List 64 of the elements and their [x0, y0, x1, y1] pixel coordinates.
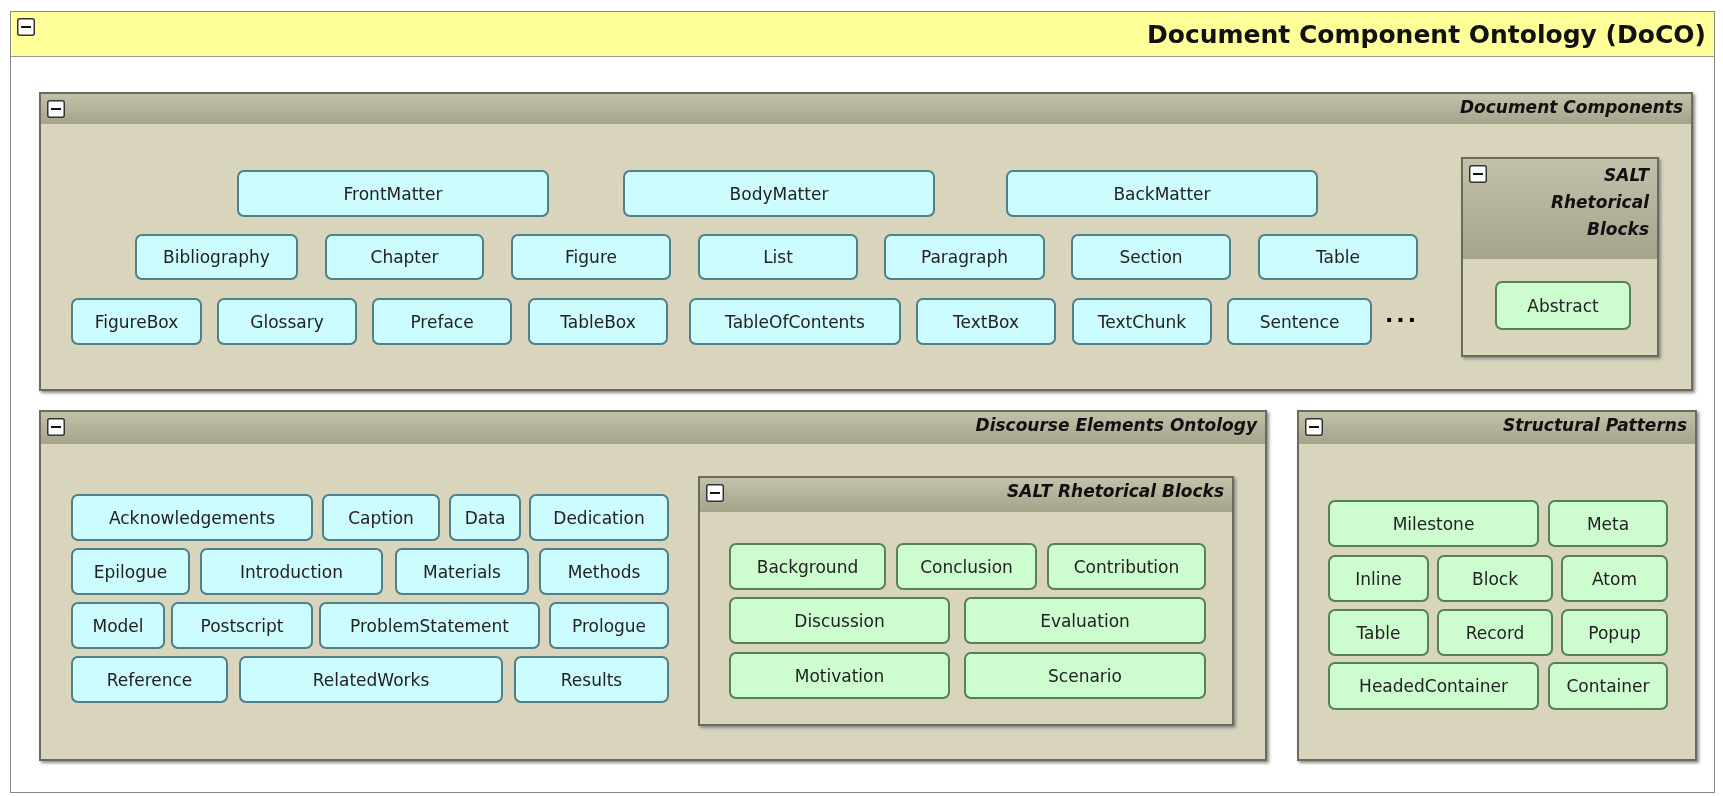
class-node: TableOfContents: [689, 298, 901, 345]
class-node: Scenario: [964, 652, 1206, 699]
class-node: RelatedWorks: [239, 656, 503, 703]
class-node: List: [698, 234, 858, 280]
class-node: Milestone: [1328, 500, 1539, 547]
class-node: Section: [1071, 234, 1231, 280]
class-node: Block: [1437, 555, 1553, 602]
class-node: Motivation: [729, 652, 950, 699]
class-node: Acknowledgements: [71, 494, 313, 541]
class-node: Table: [1328, 609, 1429, 656]
class-node: Discussion: [729, 597, 950, 644]
class-node: BodyMatter: [623, 170, 935, 217]
class-node: Preface: [372, 298, 512, 345]
group-title: SALT Rhetorical Blocks: [1549, 164, 1649, 241]
diagram-frame: [10, 11, 1715, 793]
class-node: Sentence: [1227, 298, 1372, 345]
class-node: BackMatter: [1006, 170, 1318, 217]
class-node: Prologue: [549, 602, 669, 649]
class-node: Caption: [322, 494, 440, 541]
class-node: FrontMatter: [237, 170, 549, 217]
class-node: Contribution: [1047, 543, 1206, 590]
group-title: Structural Patterns: [1503, 415, 1687, 435]
class-node: Container: [1548, 662, 1668, 710]
class-node: Postscript: [171, 602, 313, 649]
group-title: SALT Rhetorical Blocks: [1007, 481, 1224, 501]
class-node: HeadedContainer: [1328, 662, 1539, 710]
class-node: Glossary: [217, 298, 357, 345]
group-panel: [698, 476, 1234, 726]
class-node: ProblemStatement: [319, 602, 540, 649]
class-node: Record: [1437, 609, 1553, 656]
class-node: Atom: [1561, 555, 1668, 602]
class-node: Inline: [1328, 555, 1429, 602]
class-node: Chapter: [325, 234, 484, 280]
class-node: Data: [449, 494, 521, 541]
group-panel: [39, 410, 1267, 761]
class-node: Conclusion: [896, 543, 1037, 590]
class-node: Figure: [511, 234, 671, 280]
class-node: Background: [729, 543, 886, 590]
class-node: Table: [1258, 234, 1418, 280]
class-node: Introduction: [200, 548, 383, 595]
class-node: Materials: [395, 548, 529, 595]
group-title: Discourse Elements Ontology: [975, 415, 1257, 435]
class-node: Evaluation: [964, 597, 1206, 644]
class-node: Bibliography: [135, 234, 298, 280]
class-node: Paragraph: [884, 234, 1045, 280]
class-node: TextChunk: [1072, 298, 1212, 345]
class-node: Methods: [539, 548, 669, 595]
class-node: Model: [71, 602, 165, 649]
ellipsis: ...: [1385, 302, 1420, 327]
class-node: Epilogue: [71, 548, 190, 595]
class-node: Reference: [71, 656, 228, 703]
class-node: Popup: [1561, 609, 1668, 656]
class-node: Abstract: [1495, 281, 1631, 330]
class-node: TableBox: [528, 298, 668, 345]
group-title: Document Components: [1459, 97, 1683, 117]
class-node: TextBox: [916, 298, 1056, 345]
group-panel: [1461, 157, 1659, 357]
group-panel: [39, 92, 1693, 391]
class-node: FigureBox: [71, 298, 202, 345]
group-title: Document Component Ontology (DoCO): [1146, 20, 1706, 49]
class-node: Results: [514, 656, 669, 703]
group-panel: [1297, 410, 1697, 761]
class-node: Meta: [1548, 500, 1668, 547]
class-node: Dedication: [529, 494, 669, 541]
